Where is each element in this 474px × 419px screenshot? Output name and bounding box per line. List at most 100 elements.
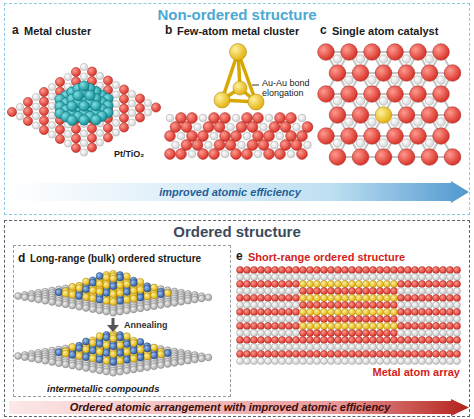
atom-ball (251, 309, 258, 316)
atom-ball (279, 309, 286, 316)
atom-ball (349, 288, 356, 295)
atom-ball (286, 330, 293, 337)
atom-ball (447, 295, 454, 302)
atom-ball (342, 267, 349, 274)
atom-ball (433, 344, 440, 351)
atom-ball (426, 288, 433, 295)
atom-ball (214, 92, 230, 108)
callout-label: Au-Au bond elongation (262, 79, 318, 99)
atom-ball (151, 284, 158, 291)
atom-ball (447, 323, 454, 330)
atom-ball (335, 316, 342, 323)
atom-ball (185, 297, 192, 304)
atom-ball (28, 355, 35, 362)
atom-ball (379, 139, 388, 148)
atom-ball (321, 309, 328, 316)
atom-ball (398, 302, 405, 309)
atom-ball (412, 281, 419, 288)
atom-ball (440, 337, 447, 344)
atom-ball (254, 150, 262, 158)
atom-ball (314, 288, 321, 295)
panel-subtitle: Long-range (bulk) ordered structure (30, 253, 201, 264)
atom-ball (293, 323, 300, 330)
atom-ball (91, 115, 101, 125)
atom-ball (293, 295, 300, 302)
atom-ball (275, 149, 286, 160)
atom-ball (426, 330, 433, 337)
atom-ball (272, 330, 279, 337)
atom-ball (345, 76, 354, 85)
atom-ball (87, 143, 96, 152)
atom-ball (363, 358, 370, 365)
atom-ball (237, 295, 244, 302)
atom-ball (321, 316, 328, 323)
atom-ball (356, 295, 363, 302)
atom-ball (286, 274, 293, 281)
atom-ball (426, 323, 433, 330)
atom-ball (87, 124, 96, 133)
atom-ball (314, 351, 321, 358)
atom-ball (144, 99, 151, 106)
atom-ball (83, 305, 90, 312)
atom-ball (244, 288, 251, 295)
atom-ball (83, 346, 90, 353)
single-atom-illustration (318, 44, 461, 166)
atom-ball (69, 351, 76, 358)
atom-ball (375, 149, 392, 166)
atom-ball (279, 358, 286, 365)
atom-ball (307, 295, 314, 302)
atom-ball (251, 267, 258, 274)
atom-ball (363, 344, 370, 351)
atom-ball (391, 118, 400, 127)
atom-ball (321, 288, 328, 295)
atom-ball (370, 344, 377, 351)
atom-ball (55, 348, 62, 355)
atom-ball (276, 132, 284, 140)
atom-ball (398, 316, 405, 323)
atom-ball (144, 345, 151, 352)
atom-ball (307, 323, 314, 330)
atom-ball (356, 316, 363, 323)
atom-ball (335, 344, 342, 351)
atom-ball (231, 149, 242, 160)
atom-ball (363, 295, 370, 302)
atom-ball (258, 309, 265, 316)
atom-ball (433, 267, 440, 274)
atom-ball (279, 337, 286, 344)
atom-ball (279, 288, 286, 295)
atom-ball (370, 302, 377, 309)
atom-ball (110, 351, 117, 358)
atom-ball (117, 357, 124, 364)
atom-ball (398, 295, 405, 302)
atom-ball (402, 139, 411, 148)
atom-ball (258, 358, 265, 365)
atom-ball (244, 330, 251, 337)
atom-ball (300, 330, 307, 337)
atom-ball (171, 360, 178, 367)
atom-ball (405, 274, 412, 281)
atom-ball (370, 288, 377, 295)
atom-ball (237, 288, 244, 295)
atom-ball (96, 72, 103, 79)
atom-ball (349, 337, 356, 344)
atom-ball (307, 288, 314, 295)
atom-ball (384, 316, 391, 323)
atom-ball (164, 361, 171, 368)
atom-ball (293, 337, 300, 344)
atom-ball (419, 316, 426, 323)
atom-ball (307, 267, 314, 274)
atom-ball (71, 67, 80, 76)
atom-ball (335, 295, 342, 302)
atom-ball (286, 323, 293, 330)
atom-ball (370, 351, 377, 358)
atom-ball (412, 302, 419, 309)
atom-ball (321, 295, 328, 302)
atom-ball (76, 345, 83, 352)
atom-ball (433, 274, 440, 281)
atom-ball (375, 65, 392, 82)
atom-ball (384, 309, 391, 316)
atom-ball (412, 295, 419, 302)
atom-ball (96, 333, 103, 340)
